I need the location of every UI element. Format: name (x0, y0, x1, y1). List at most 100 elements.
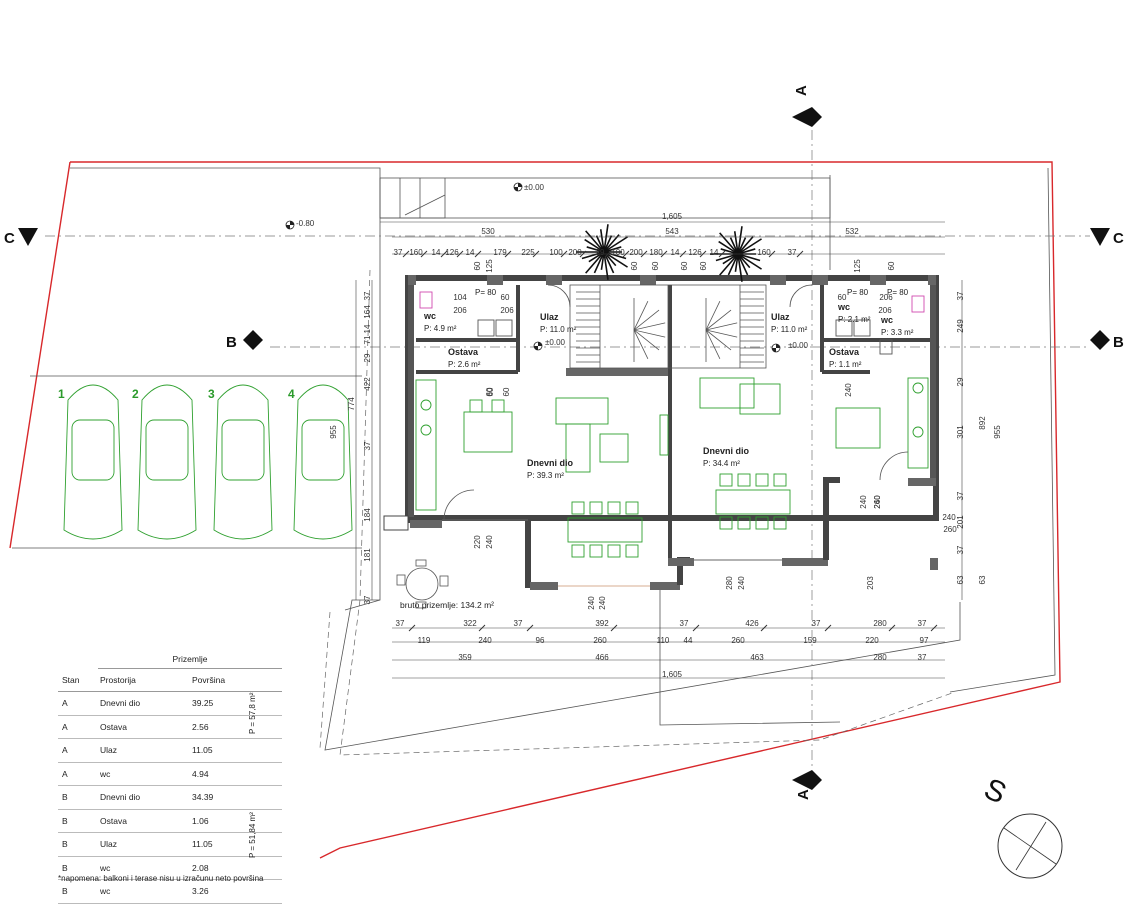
svg-text:-0.80: -0.80 (296, 219, 315, 228)
header-prostorija: Prostorija (100, 675, 136, 685)
table-cell: Ulaz (100, 745, 118, 756)
parking-number: 3 (208, 387, 215, 401)
parking-space: 1 (58, 384, 123, 540)
dimension-value: 44 (684, 636, 693, 645)
dimension-value: 201 (956, 515, 965, 529)
table-cell: 11.05 (192, 839, 213, 850)
dimension-value: 184 (363, 508, 372, 522)
dimension-value: 29 (956, 377, 965, 386)
dimension-value: 260 (731, 636, 745, 645)
dimension-value: 240 (873, 495, 882, 509)
table-cell: Ostava (100, 815, 127, 826)
dimension-value: 14 (710, 248, 719, 257)
section-c-right-label: C (1113, 230, 1124, 247)
dimension-value: 164 (363, 305, 372, 319)
level-mark-entry-b: ±0.00 (771, 341, 809, 353)
dimension-value: 97 (920, 636, 929, 645)
level-mark-left: -0.80 (285, 219, 315, 230)
building-walls (383, 275, 939, 590)
dimension-value: 60 (486, 387, 495, 396)
header-stan: Stan (62, 675, 80, 685)
dimension-value: 206 (878, 306, 892, 315)
dimension-value: 37 (956, 291, 965, 300)
dimension-value: 125 (853, 259, 862, 273)
dimension-value: 60 (630, 261, 639, 270)
dimension-value: 60 (485, 387, 494, 396)
dimension-value: 37 (363, 595, 372, 604)
dimension-value: 14 (363, 324, 372, 333)
dimension-value: 280 (725, 576, 734, 590)
dimension-value: 240 (587, 596, 596, 610)
north-label: S (979, 772, 1011, 810)
parking-number: 4 (288, 387, 295, 401)
section-a-top-label: A (793, 85, 810, 96)
dimension-value: 71 (363, 335, 372, 344)
dimension-value: 240 (942, 513, 956, 522)
dimension-value: 60 (501, 293, 510, 302)
dimension-value: 37 (812, 619, 821, 628)
dimension-value: 96 (536, 636, 545, 645)
dimension-value: 422 (363, 377, 372, 391)
level-mark-entry-a: ±0.00 (533, 338, 566, 351)
dimension-total-bottom: 1,605 (662, 670, 683, 679)
section-a-top-arrow (792, 107, 812, 127)
dimension-value: 159 (803, 636, 817, 645)
dimension-value: 774 (347, 397, 356, 411)
dimension-value: 37 (394, 248, 403, 257)
dimension-total-top: 1,605 (662, 212, 683, 221)
parking-number: 1 (58, 387, 65, 401)
level-mark-top: ±0.00 (513, 182, 545, 192)
table-cell: Dnevni dio (100, 792, 141, 803)
dimension-value: 63 (978, 575, 987, 584)
dimension-value: 180 (649, 248, 663, 257)
dimension-value: 104 (453, 293, 467, 302)
dimension-value: 260 (943, 525, 957, 534)
table-cell: Dnevni dio (100, 698, 141, 709)
dimension-value: 240 (478, 636, 492, 645)
table-cell: A (62, 768, 68, 779)
dimension-value: 426 (745, 619, 759, 628)
dimension-value: 126 (688, 248, 702, 257)
dimension-value: 203 (866, 576, 875, 590)
dimension-value: 249 (956, 319, 965, 333)
plot-boundary (70, 161, 1061, 859)
header-povrsina: Površina (192, 675, 226, 685)
section-b-right-label: B (1113, 334, 1124, 351)
dimension-value: 280 (873, 653, 887, 662)
dimension-value: 466 (595, 653, 609, 662)
table-cell: B (62, 886, 68, 897)
svg-text:±0.00: ±0.00 (545, 338, 566, 347)
table-cell: Ulaz (100, 839, 118, 850)
table-cell: Ostava (100, 721, 127, 732)
dimension-value: 206 (453, 306, 467, 315)
table-cell: 39.25 (192, 698, 214, 709)
dimension-value: 37 (956, 545, 965, 554)
dimension-value: 955 (993, 425, 1002, 439)
dimension-value: 200 (568, 248, 582, 257)
dimension-value: 37 (680, 619, 689, 628)
dimension-value: 60 (651, 261, 660, 270)
dimension-value: 60 (838, 293, 847, 302)
dimension-value: 240 (737, 576, 746, 590)
dimension-value: 60 (680, 261, 689, 270)
section-c-left-arrow (18, 228, 38, 246)
section-b-right-arrow (1090, 340, 1110, 350)
dimension-value: 392 (595, 619, 609, 628)
dimension-value: 126 (445, 248, 459, 257)
dimension-value: 100 (549, 248, 563, 257)
dimension-value: 119 (418, 636, 431, 645)
dimension-value: 359 (458, 653, 472, 662)
dimension-value: 160 (757, 248, 771, 257)
table-cell: B (62, 839, 68, 850)
section-a-bottom-label: A (795, 789, 812, 800)
dimension-value: 280 (873, 619, 887, 628)
doors (442, 284, 909, 587)
dimension-value: 60 (502, 387, 511, 396)
table-title: Prizemlje (98, 650, 282, 669)
dimension-value: 240 (859, 495, 868, 509)
